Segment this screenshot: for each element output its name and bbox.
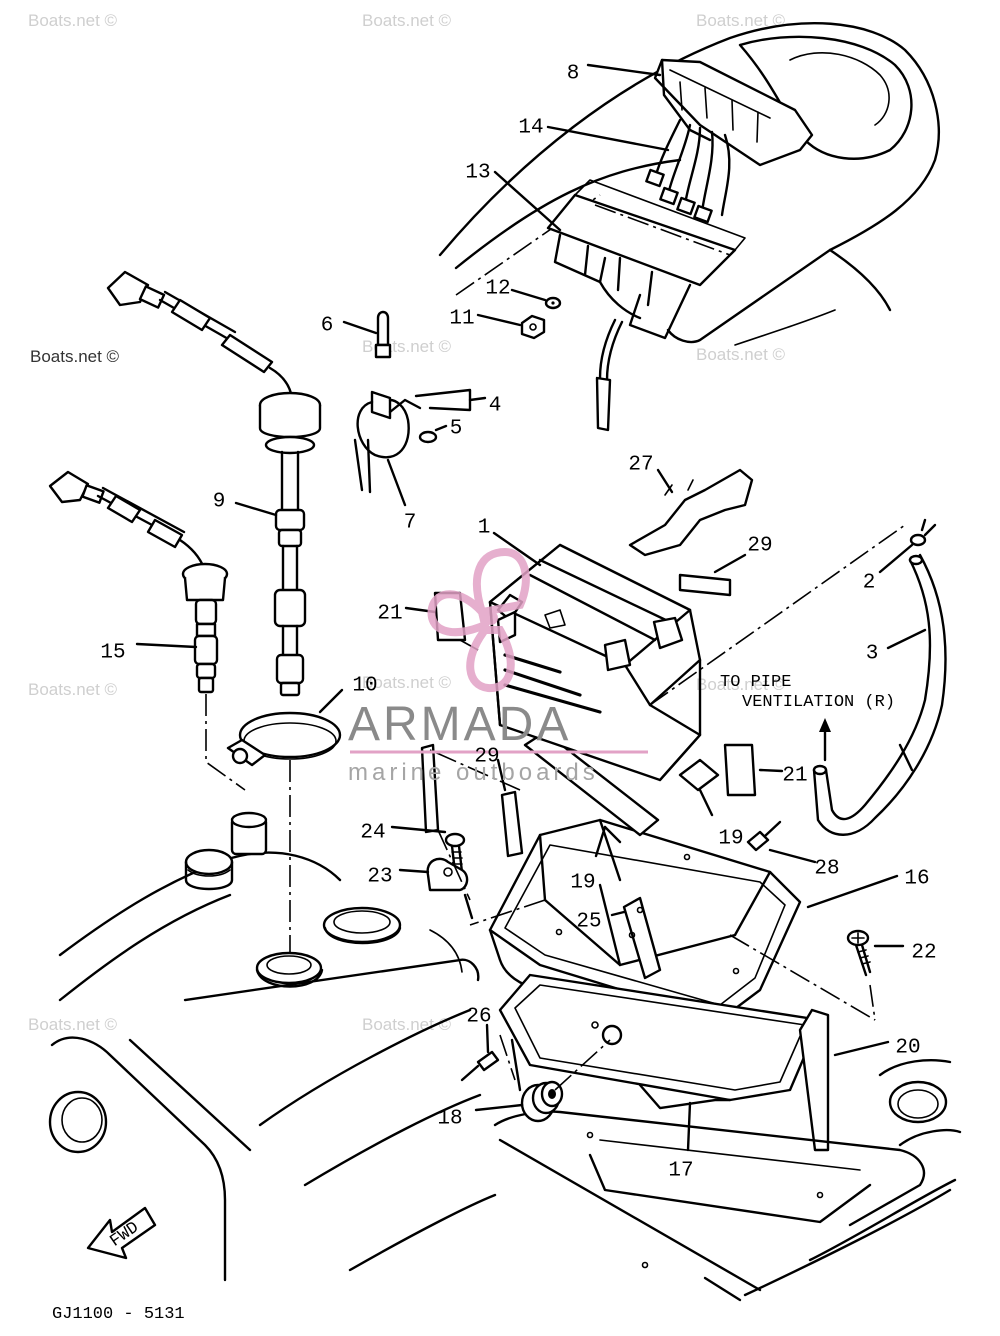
watermark-boats-net: Boats.net © [696,345,786,364]
watermark-boats-net: Boats.net © [30,347,120,366]
callout-part-3: 3 [866,643,879,666]
meter-cluster-part-8 [586,58,814,167]
nut-part-11 [476,313,546,340]
forward-arrow-icon: FWD [86,1206,157,1260]
brand-name: ARMADA [348,698,571,751]
battery-cover-part-13 [493,170,746,340]
part-code: GJ1100 - 5131 [52,1305,185,1324]
callout-part-19: 19 [718,828,743,851]
brand-tagline: marine outboards [348,759,599,786]
callout-part-7: 7 [404,512,417,535]
sensor-cable-part-15 [48,470,246,791]
note-to-pipe: TO PIPE [720,673,791,692]
callout-part-18: 18 [437,1108,462,1131]
callout-part-20: 20 [895,1037,920,1060]
screw-part-24 [390,825,466,874]
deck-grommets [48,811,402,1154]
callout-part-28: 28 [814,858,839,881]
armada-brand-watermark: ARMADA marine outboards [348,547,648,786]
watermark-boats-net: Boats.net © [28,680,118,699]
callout-part-29: 29 [747,535,772,558]
callout-part-29: 29 [474,746,499,769]
leader-dash-lines [429,524,906,1081]
callout-part-5: 5 [450,418,463,441]
callout-part-25: 25 [576,911,601,934]
pad-part-19 [523,730,720,858]
callout-part-8: 8 [567,63,580,86]
callout-part-14: 14 [518,117,543,140]
band-clamp-part-10 [226,688,344,958]
callout-part-21: 21 [782,765,807,788]
bracket-part-23 [398,857,474,920]
vent-tube-part-3 [812,553,947,836]
ventilation-note: TO PIPE VENTILATION (R) [720,673,895,712]
washer-part-5 [418,424,448,444]
callout-part-13: 13 [465,162,490,185]
pad-part-29 [420,553,747,858]
watermark-boats-net: Boats.net © [28,11,118,30]
watermark-boats-net: Boats.net © [696,11,786,30]
callout-part-4: 4 [489,395,502,418]
strap-part-7 [386,458,407,507]
sensor-cable-part-9 [106,270,322,697]
clamp-part-4 [353,388,487,494]
watermark-boats-net: Boats.net © [696,675,786,694]
rivet-part-28 [746,820,817,864]
vent-direction-arrow [819,718,831,762]
callout-part-24: 24 [360,822,385,845]
watermark-boats-net: Boats.net © [362,1015,452,1034]
callout-part-10: 10 [352,675,377,698]
callout-part-16: 16 [904,868,929,891]
callout-part-26: 26 [466,1006,491,1029]
battery-part-1 [488,531,702,782]
callout-layer: 1234567891011121314151617181919202121222… [100,63,936,1183]
pin-part-6 [342,310,392,359]
propeller-logo-icon [427,547,530,693]
rivet-part-26 [460,1023,522,1092]
callout-part-22: 22 [911,942,936,965]
deck-mount-plate [493,1110,926,1292]
callout-part-17: 17 [668,1160,693,1183]
hold-down-bracket-part-27 [628,468,754,557]
note-ventilation: VENTILATION (R) [742,693,895,712]
watermark-boats-net: Boats.net © [362,673,452,692]
callout-part-15: 15 [100,642,125,665]
battery-strap-part-20 [798,1008,890,1152]
bracket-part-25 [610,896,662,980]
callout-part-9: 9 [213,491,226,514]
callout-part-2: 2 [863,572,876,595]
watermark-boats-net: Boats.net © [28,1015,118,1034]
grommet-part-18 [474,1039,611,1123]
wiring-harness-part-14 [546,118,731,224]
battery-lead-wire [595,318,624,432]
callout-part-19: 19 [570,872,595,895]
washer-part-12 [510,288,562,310]
callout-part-27: 27 [628,454,653,477]
callout-part-21: 21 [377,603,402,626]
callout-part-12: 12 [485,278,510,301]
callout-part-23: 23 [367,866,392,889]
watermark-boats-net: Boats.net © [362,11,452,30]
callout-part-6: 6 [321,315,334,338]
screw-part-22 [846,929,905,977]
callout-part-1: 1 [478,517,491,540]
callout-part-11: 11 [449,308,474,331]
vent-fitting-part-2 [878,518,937,574]
